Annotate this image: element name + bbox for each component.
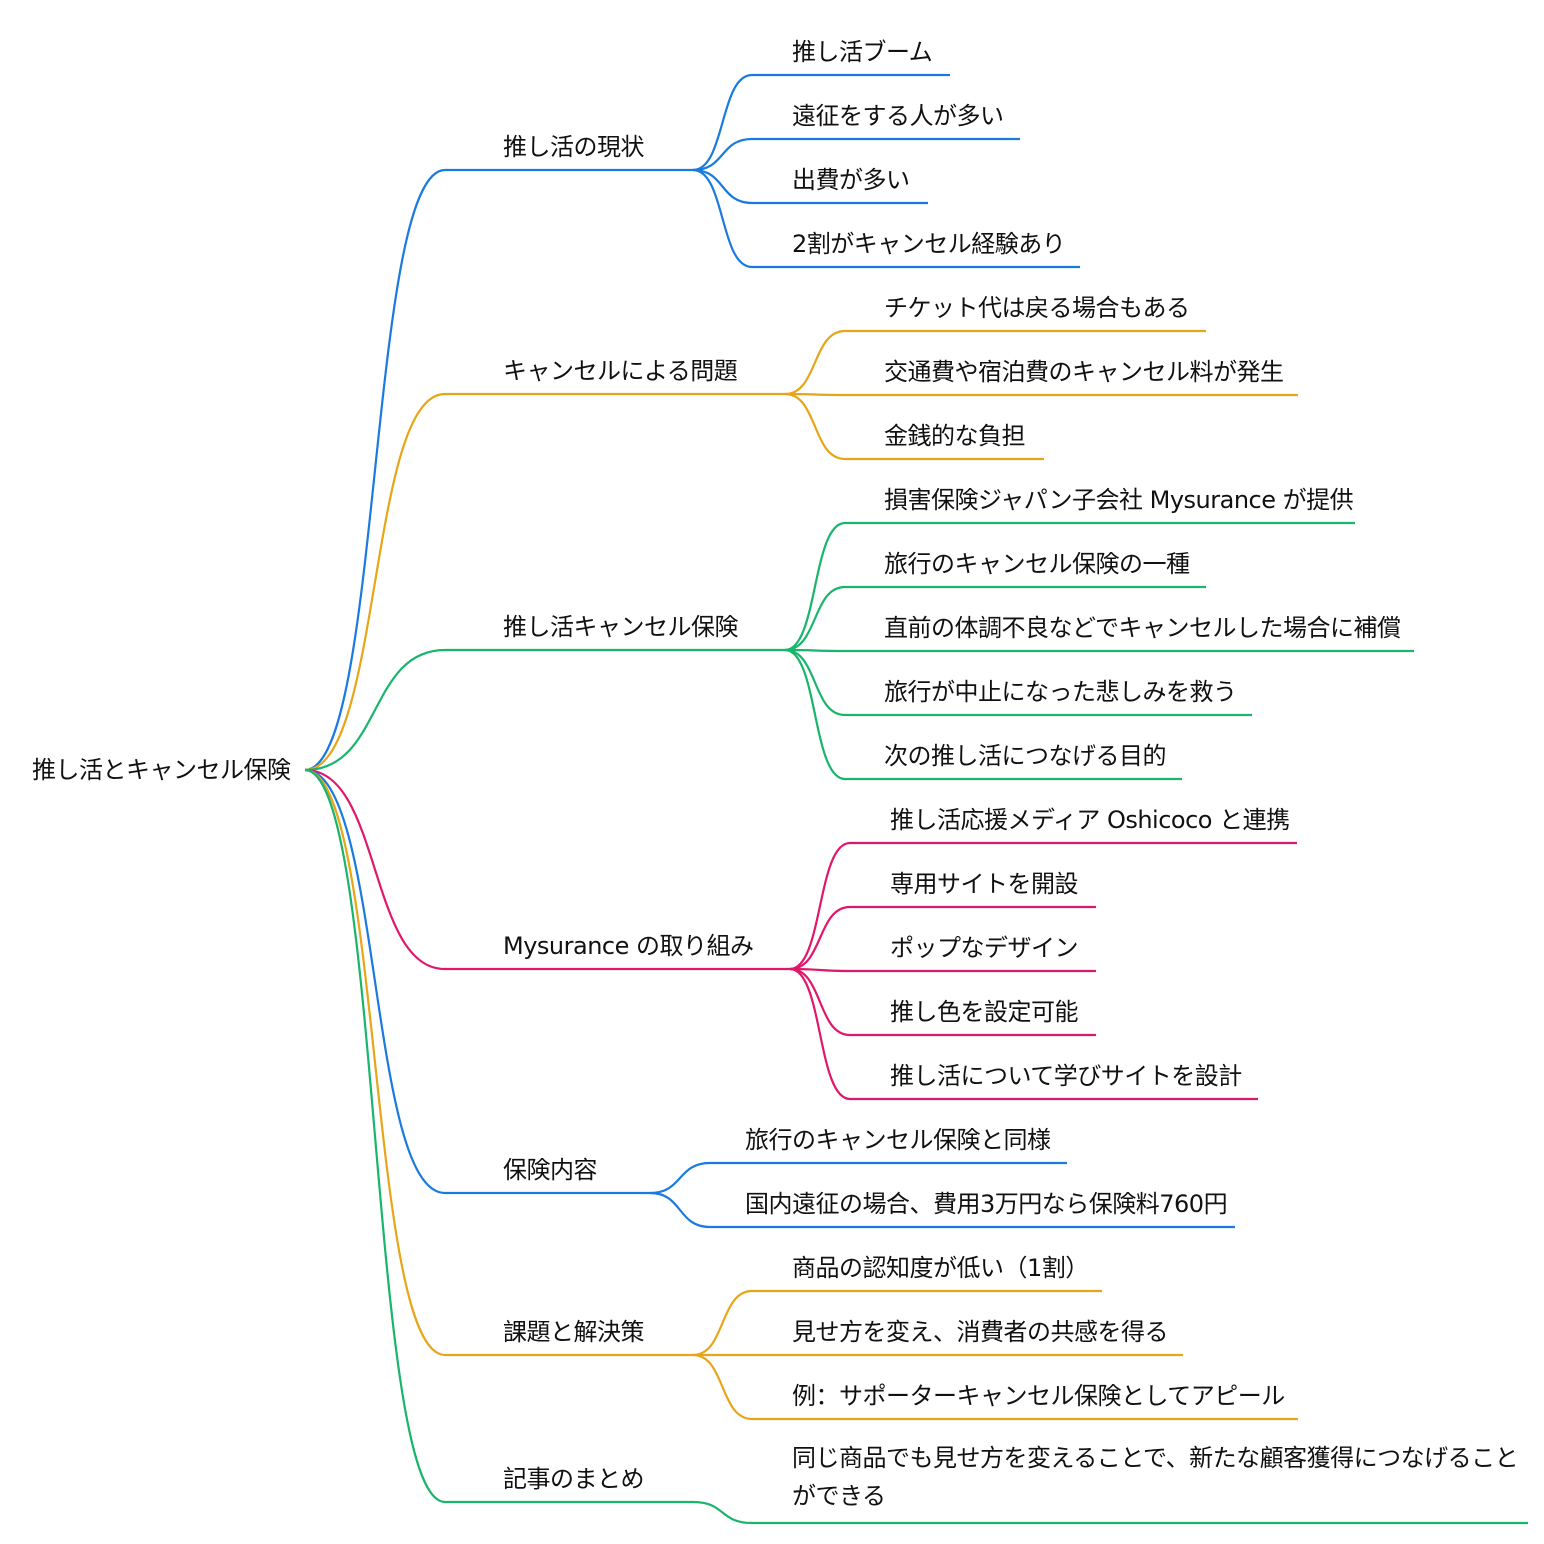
branch-label-2[interactable]: キャンセルによる問題	[503, 357, 738, 385]
leaf-label-4-2[interactable]: 専用サイトを開設	[890, 870, 1079, 898]
leaf-connector-7-1	[692, 1500, 753, 1525]
leaf-connector-4-4	[789, 967, 851, 1037]
leaf-label-5-2[interactable]: 国内遠征の場合、費用3万円なら保険料760円	[745, 1190, 1228, 1218]
leaf-connector-4-5	[789, 967, 851, 1101]
leaf-connector-2-2	[784, 392, 846, 397]
leaf-connector-3-1	[784, 521, 846, 652]
leaf-label-1-3[interactable]: 出費が多い	[792, 166, 910, 194]
leaf-label-4-4[interactable]: 推し色を設定可能	[890, 998, 1079, 1026]
leaf-label-1-4[interactable]: 2割がキャンセル経験あり	[792, 230, 1066, 258]
leaf-label-3-3[interactable]: 直前の体調不良などでキャンセルした場合に補償	[884, 614, 1401, 642]
branch-label-1[interactable]: 推し活の現状	[503, 133, 645, 161]
branch-connector-1	[304, 168, 446, 772]
leaf-label-5-1[interactable]: 旅行のキャンセル保険と同様	[745, 1126, 1051, 1154]
branch-connector-4	[304, 768, 446, 971]
leaf-connector-2-1	[784, 329, 846, 396]
branch-label-7[interactable]: 記事のまとめ	[503, 1465, 645, 1493]
branch-connector-6	[304, 768, 446, 1357]
leaf-connector-2-3	[784, 392, 846, 461]
branch-label-3[interactable]: 推し活キャンセル保険	[503, 613, 739, 641]
leaf-connector-1-2	[692, 137, 753, 172]
leaf-connector-3-5	[784, 648, 846, 781]
leaf-label-2-3[interactable]: 金銭的な負担	[884, 422, 1026, 450]
branch-label-5[interactable]: 保険内容	[503, 1156, 598, 1184]
leaf-label-3-2[interactable]: 旅行のキャンセル保険の一種	[884, 550, 1190, 578]
leaf-label-1-1[interactable]: 推し活ブーム	[792, 38, 933, 66]
leaf-label-2-2[interactable]: 交通費や宿泊費のキャンセル料が発生	[884, 358, 1284, 386]
leaf-label-6-3[interactable]: 例：サポーターキャンセル保険としてアピール	[792, 1382, 1285, 1410]
leaf-label-4-5[interactable]: 推し活について学びサイトを設計	[890, 1062, 1242, 1090]
leaf-connector-3-2	[784, 585, 846, 652]
leaf-label-3-1[interactable]: 損害保険ジャパン子会社 Mysurance が提供	[884, 486, 1354, 514]
leaf-label-3-5[interactable]: 次の推し活につなげる目的	[884, 742, 1167, 770]
leaf-label-6-2[interactable]: 見せ方を変え、消費者の共感を得る	[792, 1318, 1169, 1346]
leaf-connector-6-3	[692, 1353, 753, 1421]
leaf-connector-5-2	[649, 1191, 711, 1229]
leaf-connector-6-1	[692, 1289, 753, 1357]
leaf-connector-1-4	[692, 168, 753, 269]
leaf-label-2-1[interactable]: チケット代は戻る場合もある	[884, 294, 1190, 322]
leaf-connector-5-1	[649, 1161, 711, 1195]
leaf-connector-1-1	[692, 73, 753, 172]
leaf-connector-3-3	[784, 648, 846, 653]
leaf-connector-3-4	[784, 648, 846, 717]
leaf-connector-4-1	[789, 841, 851, 971]
leaf-label-4-3[interactable]: ポップなデザイン	[890, 934, 1079, 962]
leaf-label-3-4[interactable]: 旅行が中止になった悲しみを救う	[884, 678, 1237, 706]
root-node-label[interactable]: 推し活とキャンセル保険	[32, 756, 291, 784]
branch-connector-2	[304, 392, 446, 772]
branch-label-4[interactable]: Mysurance の取り組み	[503, 932, 754, 960]
branch-connector-3	[304, 648, 446, 772]
leaf-connector-4-2	[789, 905, 851, 971]
leaf-label-1-2[interactable]: 遠征をする人が多い	[792, 102, 1004, 130]
leaf-connector-1-3	[692, 168, 753, 205]
leaf-label-4-1[interactable]: 推し活応援メディア Oshicoco と連携	[890, 806, 1290, 834]
leaf-connector-4-3	[789, 967, 851, 973]
branch-label-6[interactable]: 課題と解決策	[503, 1318, 645, 1346]
leaf-label-7-1[interactable]: 同じ商品でも見せ方を変えることで、新たな顧客獲得につなげることができる	[792, 1444, 1519, 1510]
leaf-label-6-1[interactable]: 商品の認知度が低い（1割）	[792, 1254, 1089, 1282]
branch-connector-5	[304, 768, 446, 1195]
branch-connector-7	[304, 768, 446, 1504]
